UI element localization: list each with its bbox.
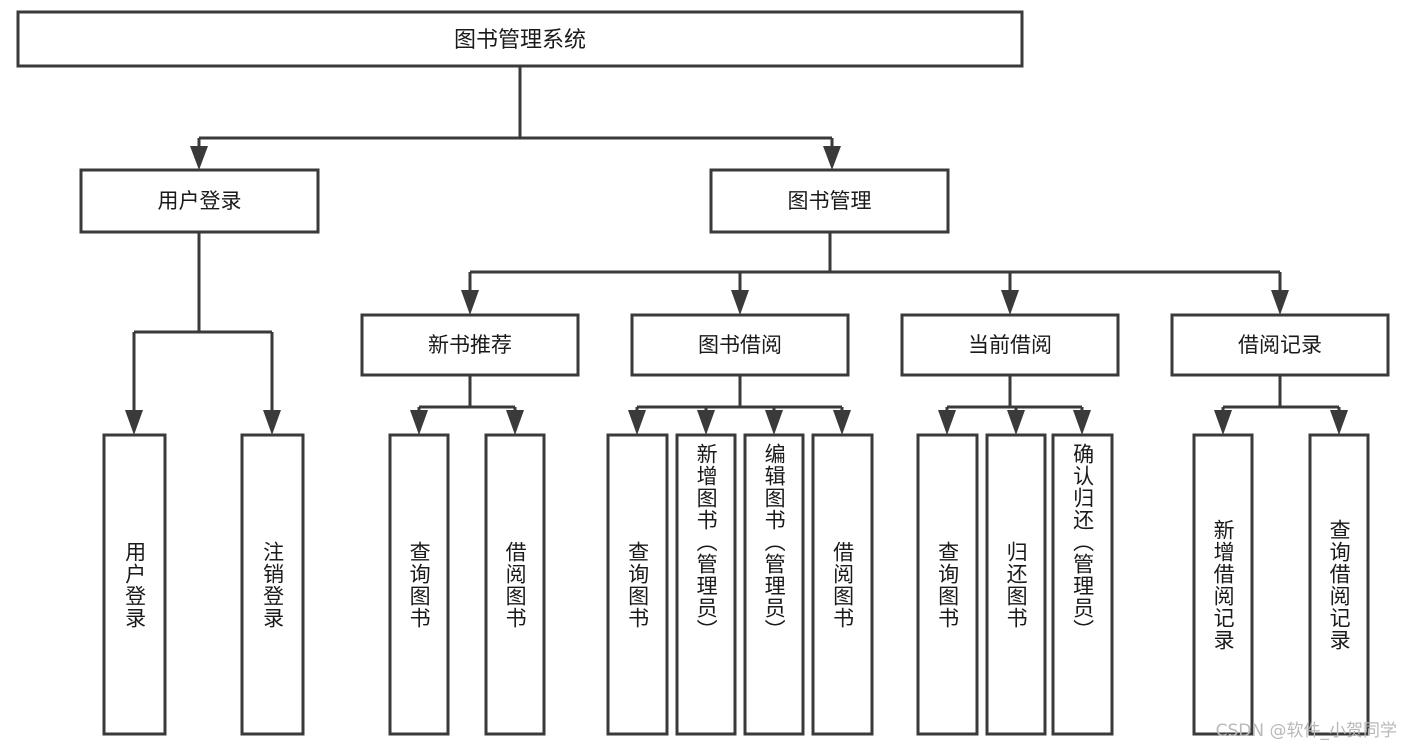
arrow-head-icon bbox=[410, 410, 428, 435]
arrow-head-icon bbox=[697, 410, 715, 435]
leaf-box-add-record[interactable] bbox=[1192, 433, 1254, 736]
node-box[interactable] bbox=[709, 168, 950, 234]
leaf-box-add-book-admin[interactable] bbox=[675, 433, 737, 736]
leaf-box-return-book[interactable] bbox=[985, 433, 1047, 736]
node-user-login[interactable]: 用户登录 bbox=[79, 168, 320, 234]
arrow-head-icon bbox=[1330, 410, 1348, 435]
node-label: 当前借阅 bbox=[968, 333, 1052, 357]
node-box[interactable] bbox=[79, 168, 320, 234]
connector-records-to-leaves bbox=[1214, 375, 1348, 435]
leaf-box-query-books-new[interactable] bbox=[388, 433, 450, 736]
arrow-head-icon bbox=[461, 290, 479, 315]
node-box[interactable] bbox=[1170, 313, 1390, 377]
arrow-head-icon bbox=[190, 146, 208, 170]
node-box[interactable] bbox=[900, 313, 1120, 377]
arrow-head-icon bbox=[263, 410, 281, 435]
arrow-head-icon bbox=[731, 290, 749, 315]
node-label: 新书推荐 bbox=[428, 333, 512, 357]
node-new-book-recommend[interactable]: 新书推荐 bbox=[360, 313, 580, 377]
arrow-head-icon bbox=[1214, 410, 1232, 435]
leaf-box-query-books-cur[interactable] bbox=[916, 433, 979, 736]
node-box[interactable] bbox=[360, 313, 580, 377]
leaf-box-edit-book-admin[interactable] bbox=[743, 433, 805, 736]
leaf-box-user-login[interactable] bbox=[102, 433, 167, 736]
arrow-head-icon bbox=[1271, 290, 1289, 315]
leaf-box-confirm-return[interactable] bbox=[1051, 433, 1114, 736]
node-label: 图书管理 bbox=[788, 189, 872, 213]
arrow-head-icon bbox=[765, 410, 783, 435]
leaf-box-borrow-books-new[interactable] bbox=[484, 433, 546, 736]
leaf-box-borrow-book[interactable] bbox=[811, 433, 874, 736]
node-label: 图书借阅 bbox=[698, 333, 782, 357]
connector-borrow-to-leaves bbox=[628, 375, 851, 435]
node-book-borrow[interactable]: 图书借阅 bbox=[630, 313, 850, 377]
node-box[interactable] bbox=[16, 10, 1024, 68]
arrow-head-icon bbox=[1073, 410, 1091, 435]
leaf-box-logout[interactable] bbox=[240, 433, 305, 736]
leaf-boxes bbox=[102, 433, 1370, 736]
leaf-box-query-books[interactable] bbox=[606, 433, 669, 736]
node-borrow-records[interactable]: 借阅记录 bbox=[1170, 313, 1390, 377]
arrow-head-icon bbox=[125, 410, 143, 435]
connector-books-to-level3 bbox=[461, 232, 1289, 315]
connector-root-to-level2 bbox=[190, 66, 841, 170]
node-root[interactable]: 图书管理系统 bbox=[16, 10, 1024, 68]
node-current-borrow[interactable]: 当前借阅 bbox=[900, 313, 1120, 377]
node-box[interactable] bbox=[630, 313, 850, 377]
arrow-head-icon bbox=[1007, 410, 1025, 435]
node-label: 用户登录 bbox=[158, 189, 242, 213]
arrow-head-icon bbox=[938, 410, 956, 435]
leaf-box-query-record[interactable] bbox=[1308, 433, 1370, 736]
connector-login-to-leaves bbox=[125, 232, 281, 435]
arrow-head-icon bbox=[833, 410, 851, 435]
connector-current-to-leaves bbox=[938, 375, 1091, 435]
node-book-management[interactable]: 图书管理 bbox=[709, 168, 950, 234]
arrow-head-icon bbox=[823, 146, 841, 170]
arrow-head-icon bbox=[628, 410, 646, 435]
csdn-watermark: CSDN @软件_小贺同学 bbox=[1215, 721, 1397, 741]
arrow-head-icon bbox=[1001, 290, 1019, 315]
arrow-head-icon bbox=[506, 410, 524, 435]
node-label: 图书管理系统 bbox=[454, 28, 586, 53]
node-label: 借阅记录 bbox=[1238, 333, 1322, 357]
connector-newbooks-to-leaves bbox=[410, 375, 524, 435]
